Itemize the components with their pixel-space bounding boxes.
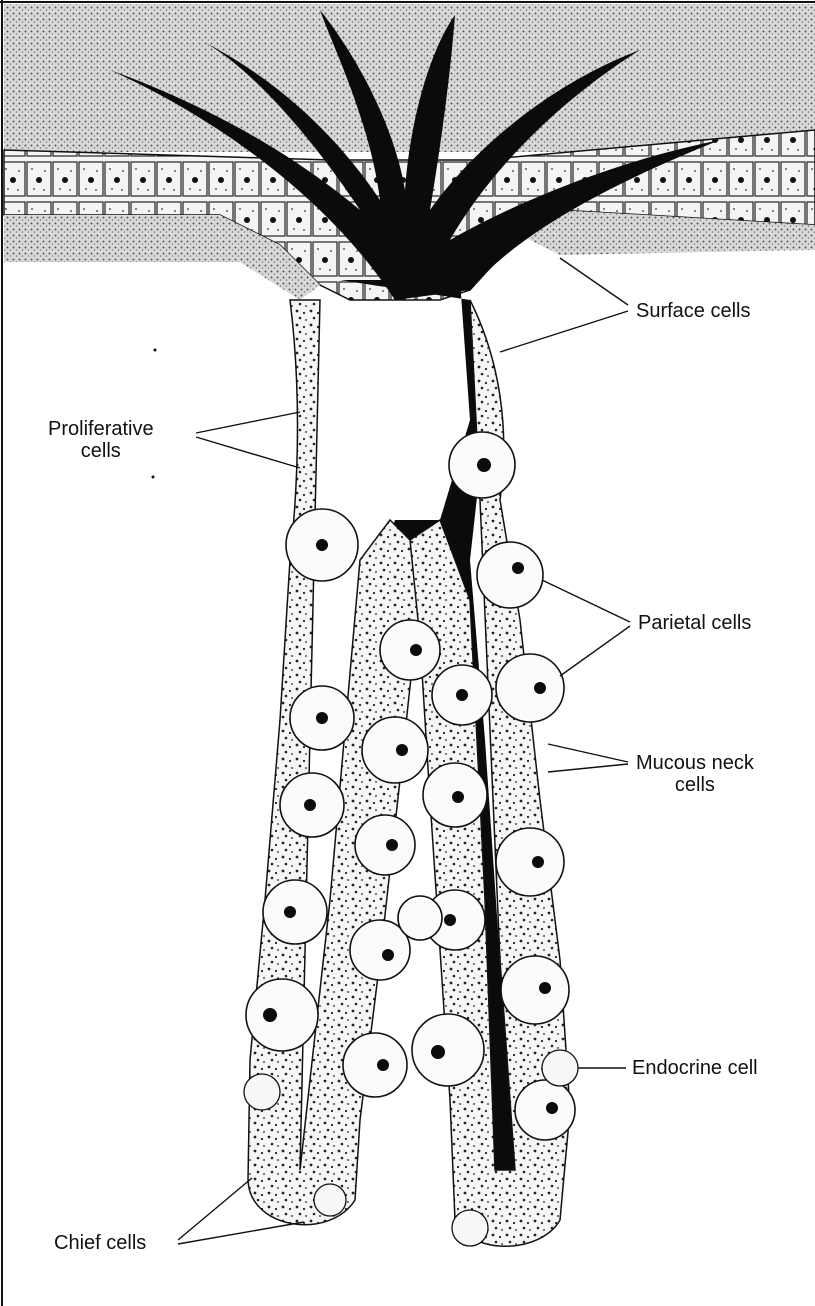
leader-parietal-1 xyxy=(542,580,630,622)
label-parietal-cells: Parietal cells xyxy=(638,612,751,634)
leader-chief-2 xyxy=(178,1222,304,1244)
leader-surface-1 xyxy=(560,258,628,305)
label-proliferative-cells: Proliferative cells xyxy=(48,418,154,462)
label-surface-cells: Surface cells xyxy=(636,300,751,322)
leader-prolif-2 xyxy=(196,437,300,468)
leader-prolif-1 xyxy=(196,412,300,433)
leader-surface-2 xyxy=(500,311,628,352)
leader-chief-1 xyxy=(178,1178,252,1240)
leader-parietal-2 xyxy=(560,626,630,676)
label-chief-cells: Chief cells xyxy=(54,1232,146,1254)
leader-mucous-1 xyxy=(548,744,628,762)
leader-mucous-2 xyxy=(548,764,628,772)
label-endocrine-cell: Endocrine cell xyxy=(632,1057,758,1079)
speck xyxy=(154,349,157,352)
label-mucous-neck-cells: Mucous neck cells xyxy=(636,752,754,796)
speck xyxy=(152,476,155,479)
